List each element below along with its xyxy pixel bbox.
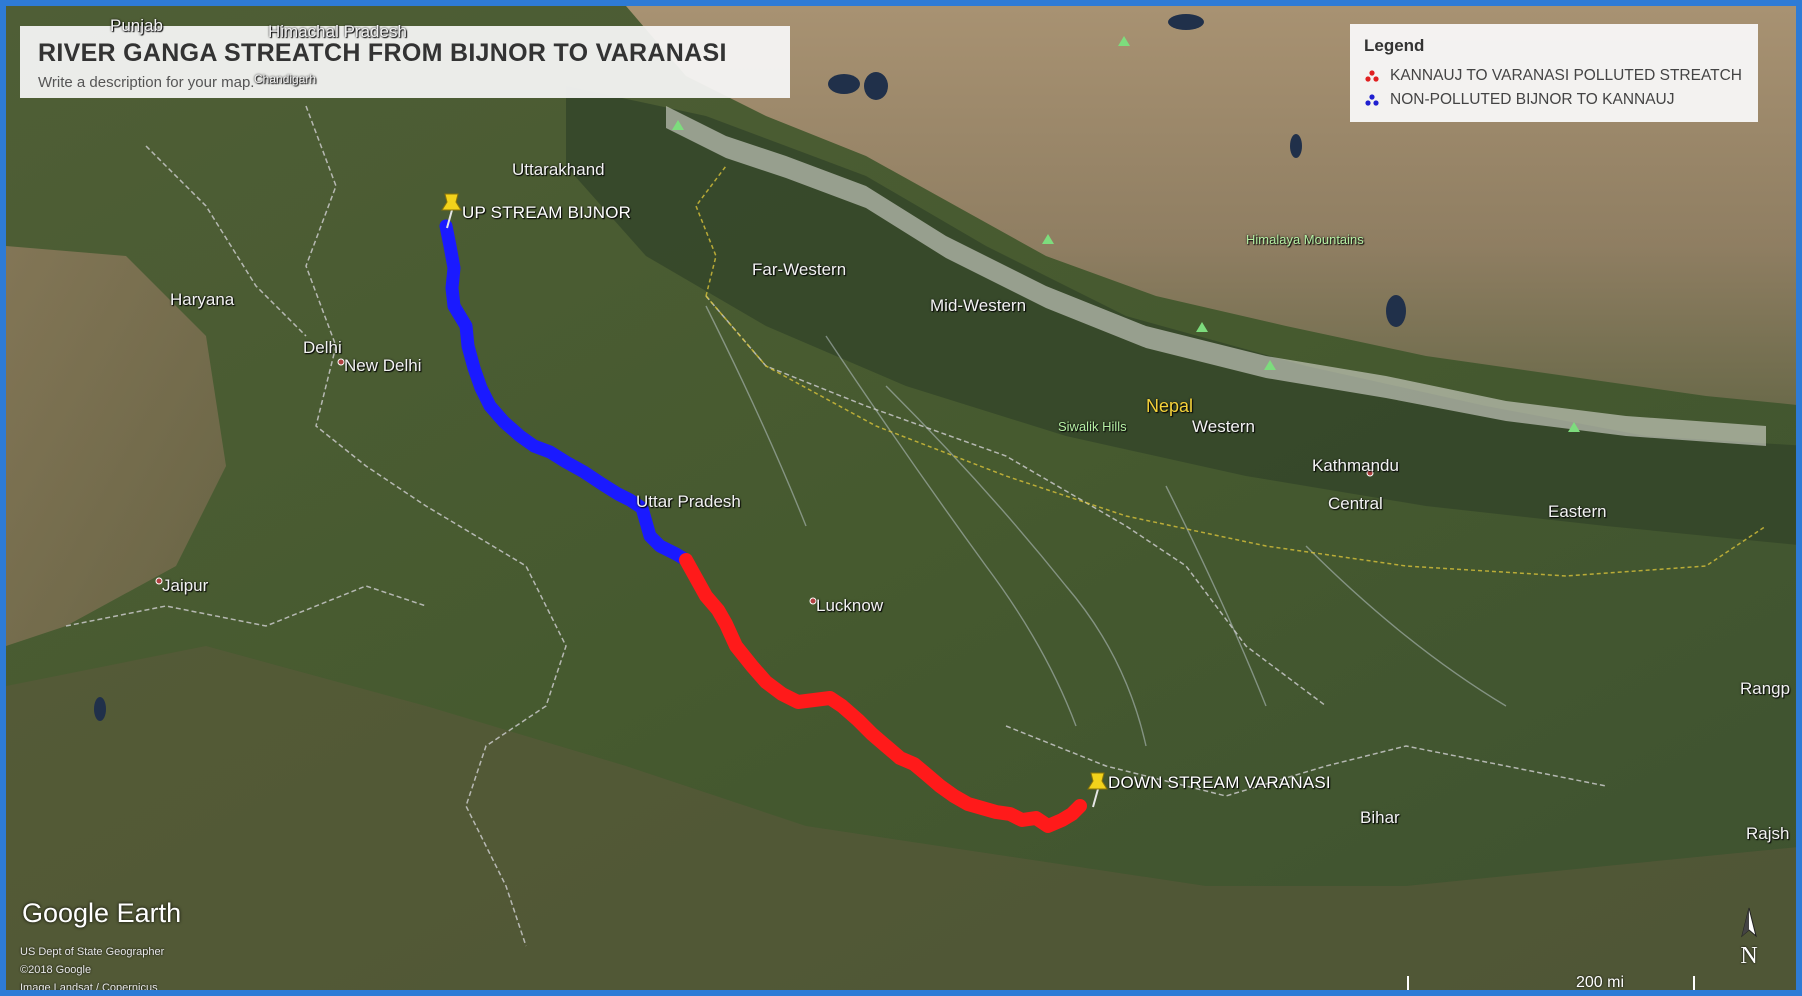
label-western: Western — [1192, 417, 1255, 436]
label-delhi: Delhi — [303, 338, 342, 357]
label-haryana: Haryana — [170, 290, 235, 309]
label-downstream-varanasi[interactable]: DOWN STREAM VARANASI — [1108, 773, 1331, 792]
credit-imagery: Image Landsat / Copernicus — [20, 982, 158, 994]
scale-label: 200 mi — [1576, 974, 1625, 991]
non-polluted-stretch — [439, 219, 693, 567]
red-dots-icon — [1365, 70, 1379, 82]
scale-bar: 200 mi — [1406, 974, 1696, 991]
map-title: RIVER GANGA STREATCH FROM BIJNOR TO VARA… — [38, 39, 727, 67]
kathmandu-dot — [1366, 469, 1374, 477]
nepal-border — [695, 165, 1767, 577]
legend-label-polluted: KANNAUJ TO VARANASI POLLUTED STREATCH — [1390, 67, 1742, 84]
label-himachal: Himachal Pradesh — [268, 22, 407, 41]
credit-google: ©2018 Google — [20, 964, 92, 976]
label-nepal: Nepal — [1146, 396, 1194, 416]
label-uttarakhand: Uttarakhand — [512, 160, 605, 179]
legend-item-non-polluted[interactable]: NON-POLLUTED BIJNOR TO KANNAUJ — [1364, 88, 1744, 112]
map-title-card: RIVER GANGA STREATCH FROM BIJNOR TO VARA… — [20, 26, 790, 98]
legend-item-polluted[interactable]: KANNAUJ TO VARANASI POLLUTED STREATCH — [1364, 64, 1744, 88]
credit-geographer: US Dept of State Geographer — [20, 946, 165, 958]
label-upstream-bijnor[interactable]: UP STREAM BIJNOR — [462, 203, 632, 222]
legend-panel: Legend KANNAUJ TO VARANASI POLLUTED STRE… — [1350, 24, 1758, 122]
scale-bar-shape — [1407, 976, 1695, 990]
label-central: Central — [1328, 494, 1383, 513]
label-lucknow: Lucknow — [816, 596, 884, 615]
label-rangpur: Rangp — [1740, 679, 1791, 698]
southern-plateau — [6, 646, 1796, 990]
jaipur-dot — [155, 577, 163, 585]
label-himalaya-mountains: Himalaya Mountains — [1246, 232, 1364, 247]
label-uttar-pradesh: Uttar Pradesh — [636, 492, 741, 511]
satellite-map[interactable] — [6, 6, 1802, 996]
minor-rivers — [705, 305, 1507, 747]
peak-icons — [672, 36, 1580, 432]
label-rajshahi: Rajsh — [1746, 824, 1790, 843]
map-description[interactable]: Write a description for your map. — [38, 74, 255, 91]
label-siwalik-hills: Siwalik Hills — [1058, 419, 1127, 434]
label-bihar: Bihar — [1360, 808, 1400, 827]
label-new-delhi: New Delhi — [344, 356, 422, 375]
label-far-western: Far-Western — [752, 260, 847, 279]
label-jaipur: Jaipur — [162, 576, 209, 595]
pushpin-upstream-icon[interactable] — [441, 193, 462, 229]
label-eastern: Eastern — [1548, 502, 1607, 521]
label-punjab: Punjab — [110, 16, 163, 35]
label-chandigarh: Chandigarh — [254, 72, 317, 86]
desert-terrain — [6, 246, 226, 646]
google-earth-logo: Google Earth — [22, 898, 182, 928]
legend-title: Legend — [1364, 36, 1425, 55]
new-delhi-dot — [337, 358, 345, 366]
polluted-stretch — [679, 553, 1087, 833]
north-arrow-shape — [1741, 907, 1757, 938]
label-mid-western: Mid-Western — [930, 296, 1027, 315]
pushpin-downstream-icon[interactable] — [1087, 772, 1108, 808]
blue-dots-icon — [1365, 94, 1379, 106]
north-arrow-icon[interactable]: N — [1734, 906, 1764, 969]
north-label: N — [1740, 943, 1758, 969]
lakes — [94, 14, 1406, 721]
lucknow-dot — [809, 597, 817, 605]
label-kathmandu: Kathmandu — [1312, 456, 1399, 475]
legend-label-non-polluted: NON-POLLUTED BIJNOR TO KANNAUJ — [1390, 91, 1675, 108]
state-borders — [65, 105, 1607, 947]
